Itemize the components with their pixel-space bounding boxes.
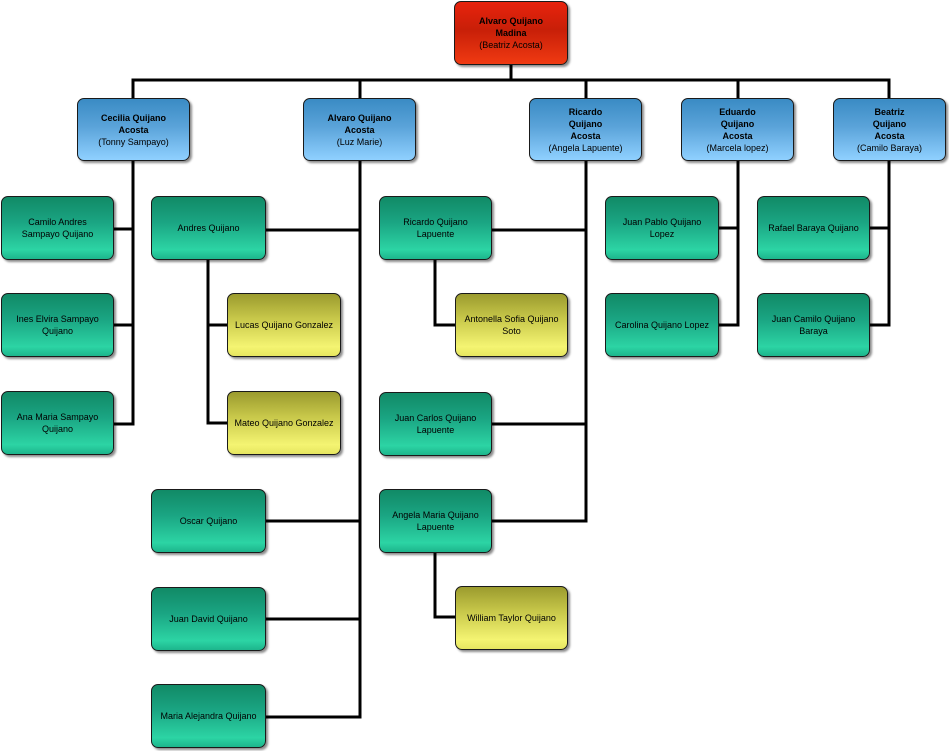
grandchild-node[interactable]: Ricardo Quijano Lapuente — [379, 196, 492, 260]
child-node-cecilia[interactable]: Cecilia Quijano Acosta (Tonny Sampayo) — [77, 98, 190, 161]
grandchild-label: Rafael Baraya Quijano — [768, 223, 859, 233]
child-name: Alvaro Quijano Acosta — [327, 112, 392, 135]
root-name: Alvaro Quijano Madina — [478, 16, 543, 38]
grandchild-label: Oscar Quijano — [179, 516, 238, 526]
child-node-eduardo[interactable]: Eduardo Quijano Acosta (Marcela lopez) — [681, 98, 794, 161]
great-grandchild-node[interactable]: William Taylor Quijano — [455, 586, 568, 650]
great-grandchild-node[interactable]: Lucas Quijano Gonzalez — [227, 293, 341, 357]
grandchild-label: Maria Alejandra Quijano — [160, 711, 257, 721]
grandchild-node[interactable]: Rafael Baraya Quijano — [757, 196, 870, 260]
child-name: Eduardo Quijano Acosta — [719, 106, 756, 141]
grandchild-node[interactable]: Angela Maria Quijano Lapuente — [379, 489, 492, 553]
great-grandchild-label: Antonella Sofia Quijano Soto — [464, 314, 559, 336]
grandchild-label: Juan Carlos Quijano Lapuente — [394, 413, 477, 435]
child-spouse: (Marcela lopez) — [706, 142, 769, 153]
grandchild-label: Angela Maria Quijano Lapuente — [392, 510, 479, 532]
grandchild-node[interactable]: Juan David Quijano — [151, 587, 266, 651]
child-spouse: (Luz Marie) — [336, 136, 383, 147]
great-grandchild-label: Lucas Quijano Gonzalez — [234, 320, 334, 330]
great-grandchild-label: Mateo Quijano Gonzalez — [234, 418, 334, 428]
root-node[interactable]: Alvaro Quijano Madina (Beatriz Acosta) — [454, 1, 568, 65]
grandchild-node[interactable]: Andres Quijano — [151, 196, 266, 260]
child-spouse: (Tonny Sampayo) — [98, 136, 169, 147]
child-name: Beatriz Quijano Acosta — [872, 106, 907, 141]
child-name: Cecilia Quijano Acosta — [100, 112, 166, 135]
grandchild-label: Camilo Andres Sampayo Quijano — [21, 217, 94, 239]
grandchild-label: Juan Camilo Quijano Baraya — [771, 314, 856, 336]
grandchild-label: Andres Quijano — [177, 223, 240, 233]
grandchild-node[interactable]: Juan Camilo Quijano Baraya — [757, 293, 870, 357]
grandchild-label: Juan Pablo Quijano Lopez — [622, 217, 702, 239]
grandchild-label: Ana Maria Sampayo Quijano — [16, 412, 99, 434]
grandchild-node[interactable]: Juan Pablo Quijano Lopez — [605, 196, 719, 260]
grandchild-label: Ricardo Quijano Lapuente — [403, 217, 468, 239]
grandchild-label: Ines Elvira Sampayo Quijano — [16, 314, 99, 336]
grandchild-label: Juan David Quijano — [169, 614, 248, 624]
child-spouse: (Angela Lapuente) — [548, 142, 623, 153]
grandchild-node[interactable]: Oscar Quijano — [151, 489, 266, 553]
root-spouse: (Beatriz Acosta) — [479, 40, 543, 50]
grandchild-node[interactable]: Camilo Andres Sampayo Quijano — [1, 196, 114, 260]
grandchild-node[interactable]: Maria Alejandra Quijano — [151, 684, 266, 748]
grandchild-node[interactable]: Carolina Quijano Lopez — [605, 293, 719, 357]
child-name: Ricardo Quijano Acosta — [568, 106, 603, 141]
child-node-beatriz[interactable]: Beatriz Quijano Acosta (Camilo Baraya) — [833, 98, 946, 161]
grandchild-node[interactable]: Juan Carlos Quijano Lapuente — [379, 392, 492, 456]
great-grandchild-node[interactable]: Mateo Quijano Gonzalez — [227, 391, 341, 455]
great-grandchild-node[interactable]: Antonella Sofia Quijano Soto — [455, 293, 568, 357]
grandchild-node[interactable]: Ines Elvira Sampayo Quijano — [1, 293, 114, 357]
child-spouse: (Camilo Baraya) — [856, 142, 923, 153]
grandchild-label: Carolina Quijano Lopez — [614, 320, 710, 330]
child-node-ricardo[interactable]: Ricardo Quijano Acosta (Angela Lapuente) — [529, 98, 642, 161]
great-grandchild-label: William Taylor Quijano — [467, 613, 556, 623]
child-node-alvaro[interactable]: Alvaro Quijano Acosta (Luz Marie) — [303, 98, 416, 161]
grandchild-node[interactable]: Ana Maria Sampayo Quijano — [1, 391, 114, 455]
